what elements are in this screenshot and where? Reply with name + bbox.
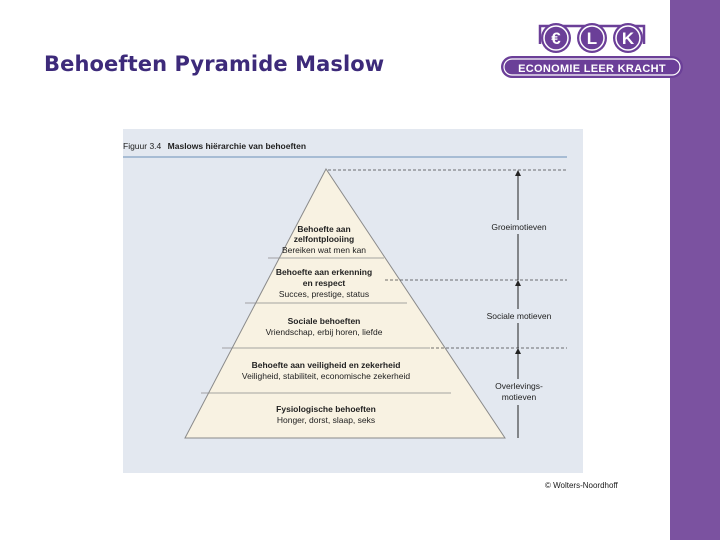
logo-circle-k — [613, 23, 643, 53]
figure-number: Figuur 3.4 — [123, 141, 162, 151]
label-mask-growth — [483, 220, 553, 234]
figure-credit: © Wolters-Noordhoff — [545, 481, 618, 490]
logo-circle-l — [577, 23, 607, 53]
logo-circle-l-ring — [579, 25, 605, 51]
logo-letter-euro: € — [551, 29, 561, 48]
logo-banner-border — [503, 58, 681, 76]
right-accent-bar — [670, 0, 720, 540]
motive-label-growth: Groeimotieven — [491, 222, 547, 232]
label-mask-survival — [485, 379, 553, 405]
logo-letter-k: K — [622, 29, 635, 48]
logo-circle-euro — [541, 23, 571, 53]
figure-caption: Maslows hiërarchie van behoeften — [168, 141, 306, 151]
level-1-title-line-1: Behoefte aan — [297, 224, 350, 234]
logo-circle-k-ring — [615, 25, 641, 51]
logo-banner — [501, 56, 683, 78]
motive-label-social: Sociale motieven — [487, 311, 552, 321]
level-2-title-line-1: Behoefte aan erkenning — [276, 267, 372, 277]
level-4-title: Behoefte aan veiligheid en zekerheid — [252, 360, 401, 370]
level-4-subtitle: Veiligheid, stabiliteit, economische zek… — [242, 371, 410, 381]
motive-label-survival-line-2: motieven — [502, 392, 537, 402]
label-mask-social — [475, 309, 563, 323]
level-2-subtitle: Succes, prestige, status — [279, 289, 369, 299]
economie-leer-kracht-logo: € L K ECONOMIE LEER KRACHT — [501, 23, 683, 78]
pyramid — [184, 168, 506, 439]
level-3-title: Sociale behoeften — [288, 316, 361, 326]
level-1-title-line-2: zelfontplooiing — [294, 234, 354, 244]
logo-letter-l: L — [587, 29, 597, 48]
level-5-subtitle: Honger, dorst, slaap, seks — [277, 415, 375, 425]
logo-tagline: ECONOMIE LEER KRACHT — [518, 63, 666, 75]
slide-title: Behoeften Pyramide Maslow — [44, 52, 385, 76]
level-2-title-line-2: en respect — [303, 278, 346, 288]
svg-text:Figuur 3.4 Maslows hiëra: Figuur 3.4 Maslows hiërarchie van behoef… — [123, 141, 306, 151]
motive-label-survival-line-1: Overlevings- — [495, 381, 543, 391]
level-3-subtitle: Vriendschap, erbij horen, liefde — [266, 327, 383, 337]
logo-circle-euro-ring — [543, 25, 569, 51]
level-5-title: Fysiologische behoeften — [276, 404, 376, 414]
maslow-diagram: Figuur 3.4 Maslows hiërarchie van behoef… — [123, 141, 567, 439]
level-1-subtitle: Bereiken wat men kan — [282, 245, 366, 255]
maslow-figure: Figuur 3.4 Maslows hiërarchie van behoef… — [123, 129, 583, 473]
